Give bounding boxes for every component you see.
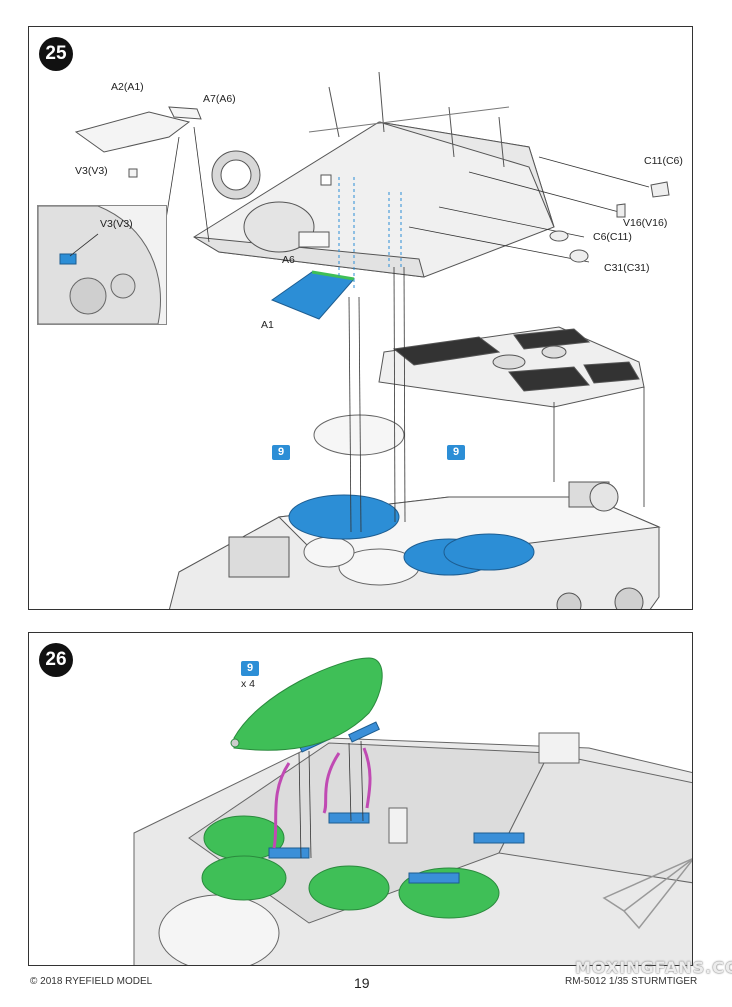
site-watermark: MOXINGFANS.COM <box>575 958 732 977</box>
quantity-label: x 4 <box>241 678 256 690</box>
a1-rear-plate-part <box>270 270 355 320</box>
callout-v3-main: V3(V3) <box>75 165 108 177</box>
callout-c11: C11(C6) <box>644 155 683 167</box>
ammo-cylinders-blue <box>288 494 535 576</box>
step-number-badge: 25 <box>39 37 73 71</box>
callout-a2: A2(A1) <box>111 81 144 93</box>
inset-drawing <box>38 206 161 324</box>
a2-hatch-part <box>74 106 202 178</box>
assembly-guide-lines <box>338 177 402 297</box>
page-number: 19 <box>354 975 370 991</box>
callout-a6: A6 <box>282 254 295 266</box>
paper-plane-watermark-icon <box>602 858 692 930</box>
insertion-arrows <box>298 740 364 859</box>
step-25-diagram <box>74 71 670 609</box>
v3-detail-inset: V3(V3) <box>37 205 167 325</box>
green-ammo-new <box>230 657 383 751</box>
blue-racks <box>268 721 525 884</box>
callout-c6: C6(C11) <box>593 231 632 243</box>
step-26-panel: 26 <box>28 632 693 966</box>
callout-v16: V16(V16) <box>623 217 668 229</box>
ammo-cylinders-white <box>303 414 420 586</box>
small-parts <box>549 181 670 263</box>
callout-a1: A1 <box>261 319 274 331</box>
step-26-diagram <box>133 657 692 965</box>
callout-v3-inset: V3(V3) <box>100 218 133 230</box>
magenta-clips <box>272 747 372 849</box>
callout-c31: C31(C31) <box>604 262 650 274</box>
engine-deck-drawing <box>378 326 645 408</box>
step-25-panel: 25 <box>28 26 693 610</box>
callout-a7: A7(A6) <box>203 93 236 105</box>
product-title: RM-5012 1/35 STURMTIGER <box>565 976 698 987</box>
copyright-text: © 2018 RYEFIELD MODEL <box>30 976 153 987</box>
part-9-tag-left: 9 <box>272 445 290 460</box>
part-9-tag: 9 <box>241 661 259 676</box>
superstructure-drawing <box>193 71 555 278</box>
part-9-tag-right: 9 <box>447 445 465 460</box>
step-number-badge: 26 <box>39 643 73 677</box>
